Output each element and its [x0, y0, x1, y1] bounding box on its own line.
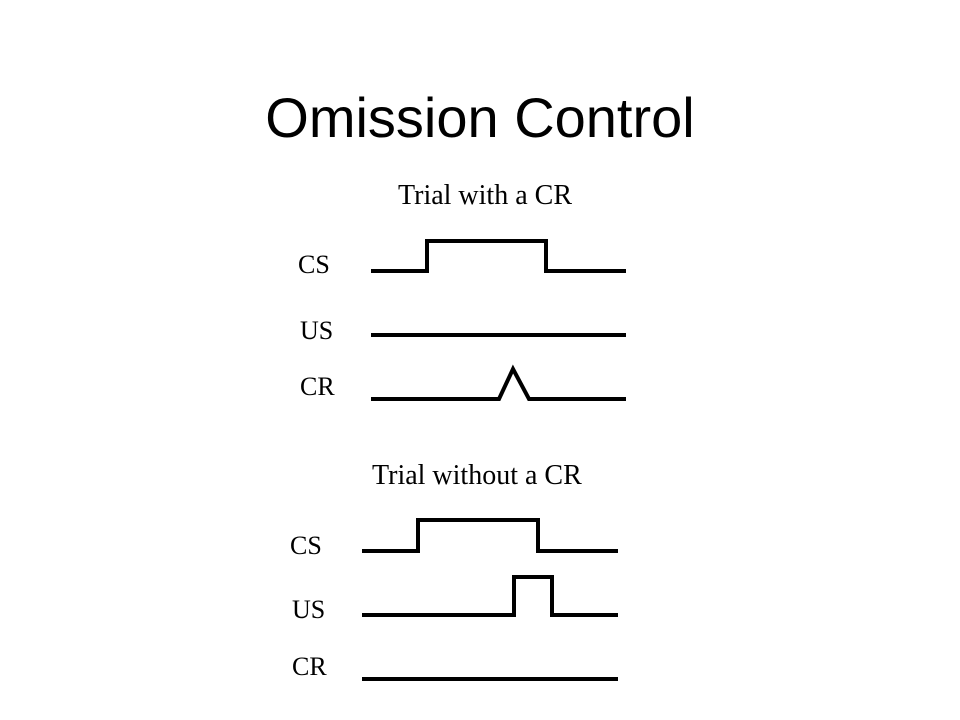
- cs-waveform: [371, 239, 626, 273]
- row-label-cs: CS: [290, 531, 322, 560]
- row-label-us: US: [292, 595, 326, 624]
- us-waveform: [362, 575, 618, 617]
- row-label-cr: CR: [300, 372, 335, 401]
- panel-caption-without-cr: Trial without a CR: [372, 460, 582, 491]
- cs-waveform: [362, 518, 618, 553]
- row-label-us: US: [300, 316, 334, 345]
- cr-waveform: [371, 364, 626, 401]
- row-label-cs: CS: [298, 250, 330, 279]
- panel-caption-with-cr: Trial with a CR: [398, 180, 572, 211]
- slide-title: Omission Control: [265, 86, 695, 149]
- row-label-cr: CR: [292, 652, 327, 681]
